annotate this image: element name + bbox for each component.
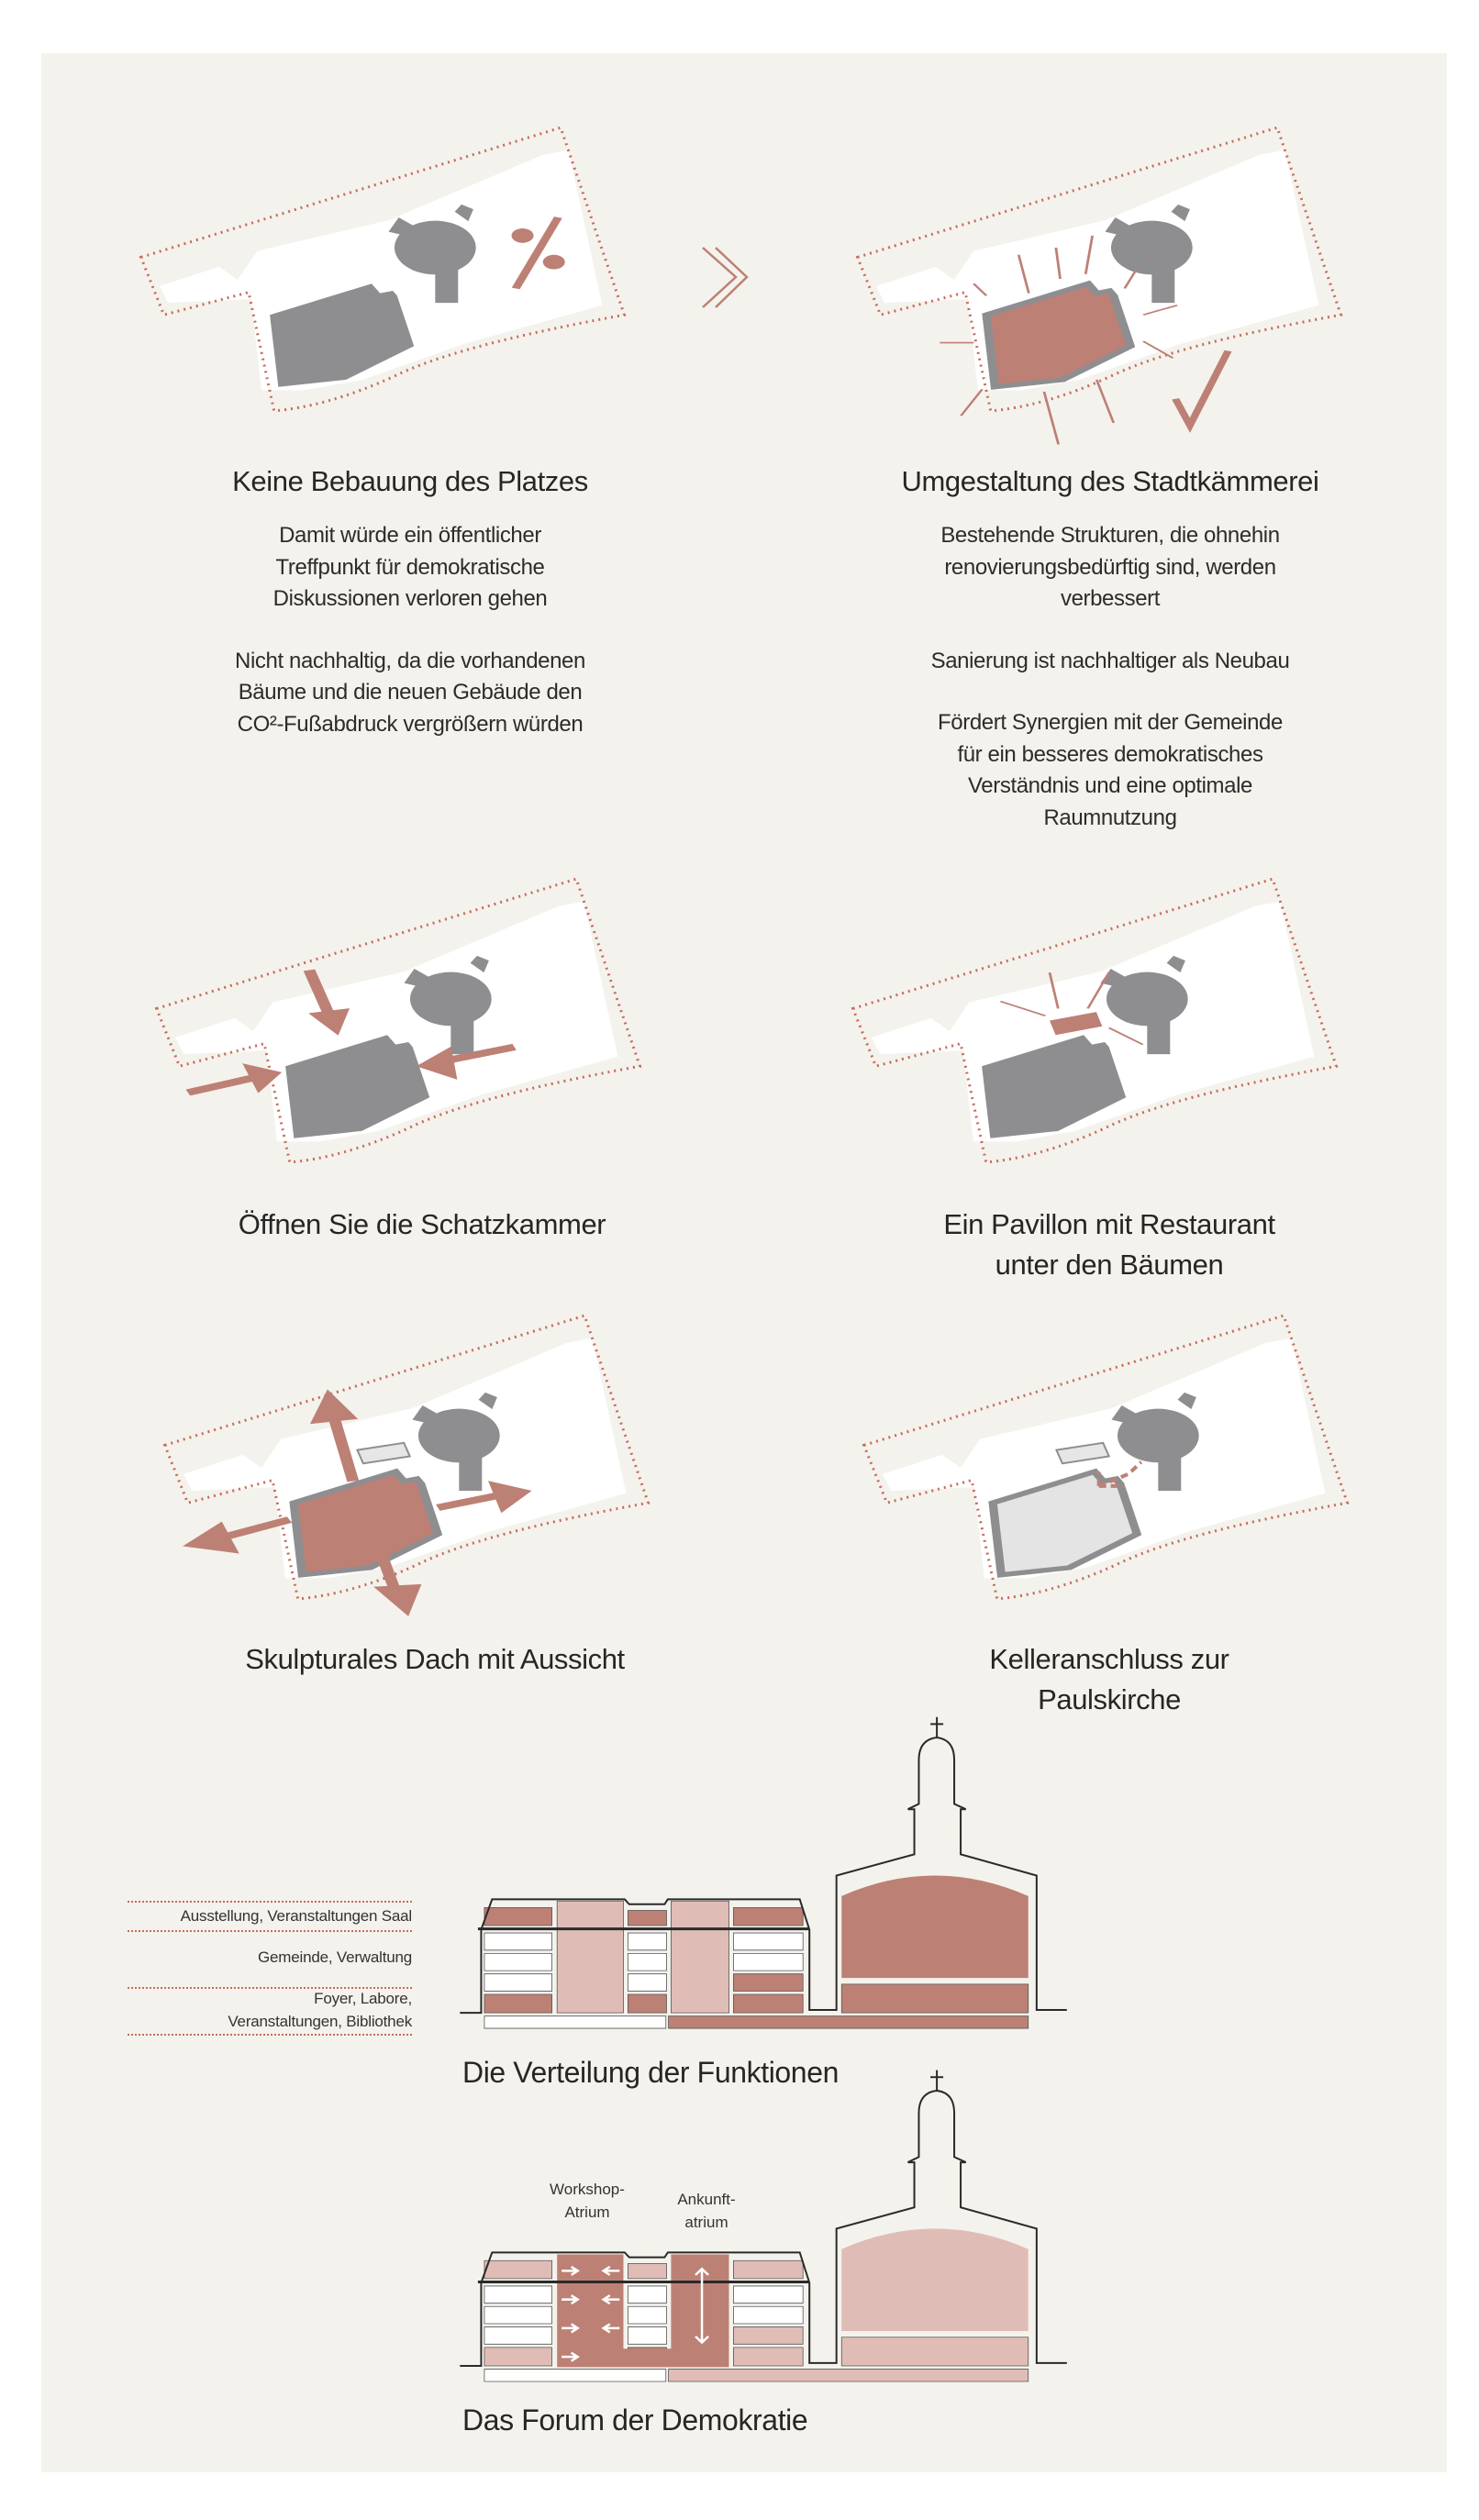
floor-zone: [733, 2327, 803, 2345]
arrow-icons: [185, 969, 517, 1096]
pavilion: [1050, 1012, 1103, 1036]
site-outline: [856, 126, 1342, 413]
floor-zone: [484, 2306, 552, 2324]
section-outline: [460, 1737, 1067, 2013]
legend-item: Gemeinde, Verwaltung: [258, 1948, 412, 1966]
building-sections: [92, 1704, 1101, 2477]
legend-item: Veranstaltungen, Bibliothek: [228, 2013, 412, 2030]
legend-divider: [128, 1901, 412, 1903]
floor-zone: [841, 2337, 1028, 2366]
floor-zone: [628, 1953, 666, 1970]
arrival-atrium-label: Ankunft-atrium: [677, 2191, 736, 2231]
building-section: [460, 1717, 1067, 2028]
floor-zone: [484, 2260, 552, 2279]
poster-panel: [41, 53, 1447, 2472]
floor-zone: [628, 1910, 666, 1926]
pavilion: [357, 1443, 409, 1464]
panel-title: Öffnen Sie die Schatzkammer: [238, 1208, 606, 1240]
double-arrow-vertical-icon: [695, 2269, 708, 2342]
legend-item: Ausstellung, Veranstaltungen Saal: [180, 1907, 413, 1925]
arrow-right-icon: [562, 2267, 578, 2275]
arrow-right-icon: [562, 2324, 578, 2332]
floor-zone: [484, 1933, 552, 1950]
percent-icon: [511, 216, 565, 290]
floor-zone: [671, 1901, 728, 2013]
section-title: Das Forum der Demokratie: [462, 2403, 808, 2437]
church-hall: [841, 1875, 1029, 1979]
arrow-left-icon: [604, 2295, 620, 2304]
floor-zone: [484, 1974, 552, 1992]
highlight-rays: [940, 235, 1178, 445]
floor-zone: [628, 2263, 666, 2279]
legend-divider: [128, 2034, 412, 2036]
legend-divider: [128, 1987, 412, 1989]
arrow-right-icon: [562, 2295, 578, 2304]
connection-arrow-icon: [1099, 1462, 1141, 1486]
site-plan-renovation: [856, 126, 1342, 445]
floor-zone: [484, 1953, 552, 1970]
floor-zone: [733, 1974, 803, 1992]
panel-title: Keine Bebauung des Platzes: [232, 465, 588, 497]
arrow-icons: [183, 1389, 532, 1616]
site-plan-basement-link: [862, 1314, 1349, 1601]
site-plan-open-treasury: [155, 877, 641, 1164]
floor-zone: [733, 2260, 803, 2279]
chevron-right-icon: [702, 247, 749, 308]
floor-zone: [484, 2327, 552, 2345]
workshop-atrium-label: Workshop-Atrium: [550, 2181, 625, 2221]
floor-zone: [628, 1994, 666, 2013]
site-plan-pavilion: [851, 877, 1338, 1164]
floor-zone: [628, 2327, 666, 2345]
floor-zone: [669, 2370, 1029, 2381]
legend-item: Foyer, Labore,: [314, 1990, 412, 2007]
section-outline: [460, 2091, 1067, 2366]
floor-zone: [669, 2016, 1029, 2028]
double-arrow-icons: [999, 971, 1144, 1046]
floor-zone: [733, 1953, 803, 1970]
checkmark-icon: [1172, 350, 1232, 433]
floor-zone: [733, 1907, 803, 1926]
floor-zone: [733, 1994, 803, 2013]
floor-zone: [484, 2348, 552, 2366]
floor-zone: [628, 1933, 666, 1950]
arrow-left-icon: [604, 2324, 620, 2332]
floor-zone: [628, 1974, 666, 1992]
floor-zone: [557, 1901, 623, 2013]
site-plan-no-building: [139, 126, 626, 413]
church-hall: [841, 2228, 1029, 2332]
floor-zone: [484, 2370, 666, 2381]
floor-zone: [484, 1994, 552, 2013]
floor-zone: [628, 2286, 666, 2304]
arrow-left-icon: [604, 2267, 620, 2275]
floor-zone: [733, 2306, 803, 2324]
section-title: Die Verteilung der Funktionen: [462, 2056, 839, 2089]
floor-zone: [733, 2286, 803, 2304]
panel-title: Umgestaltung des Stadtkämmerei: [901, 465, 1319, 497]
legend-divider: [128, 1930, 412, 1932]
floor-zone: [484, 2016, 666, 2028]
site-outline: [139, 126, 626, 413]
floor-zone: [484, 1907, 552, 1926]
floor-zone: [628, 2306, 666, 2324]
floor-zone: [733, 2348, 803, 2366]
floor-zone: [841, 1984, 1028, 2013]
floor-zone: [484, 2286, 552, 2304]
site-plan-sculptural-roof: [163, 1314, 650, 1616]
floor-zone: [733, 1933, 803, 1950]
cross-icon: [930, 2070, 943, 2091]
arrow-right-icon: [562, 2353, 578, 2361]
cross-icon: [930, 1717, 943, 1737]
building-section: [460, 2070, 1067, 2381]
panel-title: Skulpturales Dach mit Aussicht: [245, 1643, 625, 1675]
